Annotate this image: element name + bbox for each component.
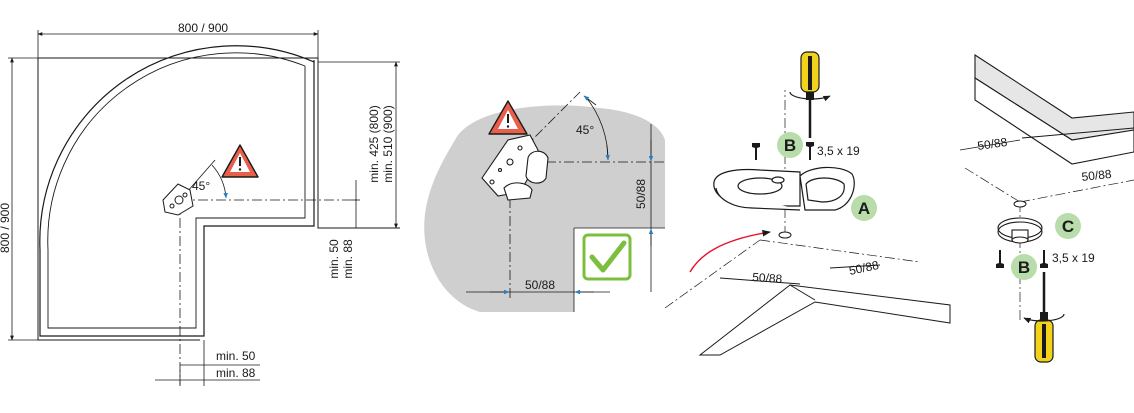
vertical-min-b: min. 510 (900) — [381, 105, 395, 182]
bottom-min-b: min. 88 — [216, 366, 256, 380]
checkmark-icon — [582, 233, 632, 281]
height-dimension: 800 / 900 — [0, 203, 12, 253]
panel-bracket-mounting — [664, 51, 951, 356]
horizontal-offset-dim: 50/88 — [525, 278, 555, 292]
warning-icon-detail — [488, 100, 528, 135]
bottom-min-a: min. 50 — [216, 349, 256, 363]
width-dimension: 800 / 900 — [178, 21, 228, 35]
screw-b-under-left — [996, 250, 1004, 268]
label-a: A — [858, 199, 870, 218]
panel-top-view — [8, 30, 400, 386]
hinge-angle-label: 45° — [576, 123, 594, 137]
screwdriver-under-icon — [1023, 272, 1065, 363]
side-min-b: min. 88 — [341, 239, 355, 279]
screw-b-under-right — [1040, 250, 1048, 268]
warning-icon — [221, 144, 259, 178]
side-min-a: min. 50 — [327, 239, 341, 279]
label-b-badge — [777, 132, 803, 158]
mounting-plate-c — [997, 217, 1043, 244]
screw-spec-under: 3,5 x 19 — [1052, 251, 1095, 265]
screw-b-right — [806, 142, 814, 160]
placement-arrow — [689, 229, 771, 273]
vertical-offset-dim: 50/88 — [634, 179, 648, 209]
hinge-bracket-a — [713, 166, 855, 211]
label-b2-badge — [1011, 254, 1037, 280]
under-dim-right: 50/88 — [1081, 167, 1113, 184]
vertical-min-a: min. 425 (800) — [367, 105, 381, 182]
offset-dim-right: 50/88 — [848, 258, 881, 278]
panel-underside-mounting — [959, 53, 1134, 363]
hinge-hardware-detail — [481, 134, 549, 201]
screw-b-left — [752, 143, 760, 160]
label-c-badge — [1055, 213, 1081, 239]
label-b: B — [784, 136, 796, 155]
hinge-hardware — [162, 183, 194, 216]
panel-hinge-detail — [424, 91, 665, 312]
under-dim-left: 50/88 — [976, 135, 1008, 153]
screw-spec: 3,5 x 19 — [817, 144, 860, 158]
label-a-badge — [851, 195, 877, 221]
label-b-under: B — [1018, 258, 1030, 277]
angle-label: 45° — [192, 179, 210, 193]
offset-dim-left: 50/88 — [752, 270, 783, 286]
gray-backdrop — [424, 105, 665, 312]
shelf-outline — [39, 45, 315, 337]
screwdriver-icon — [789, 51, 831, 138]
label-c: C — [1062, 217, 1074, 236]
